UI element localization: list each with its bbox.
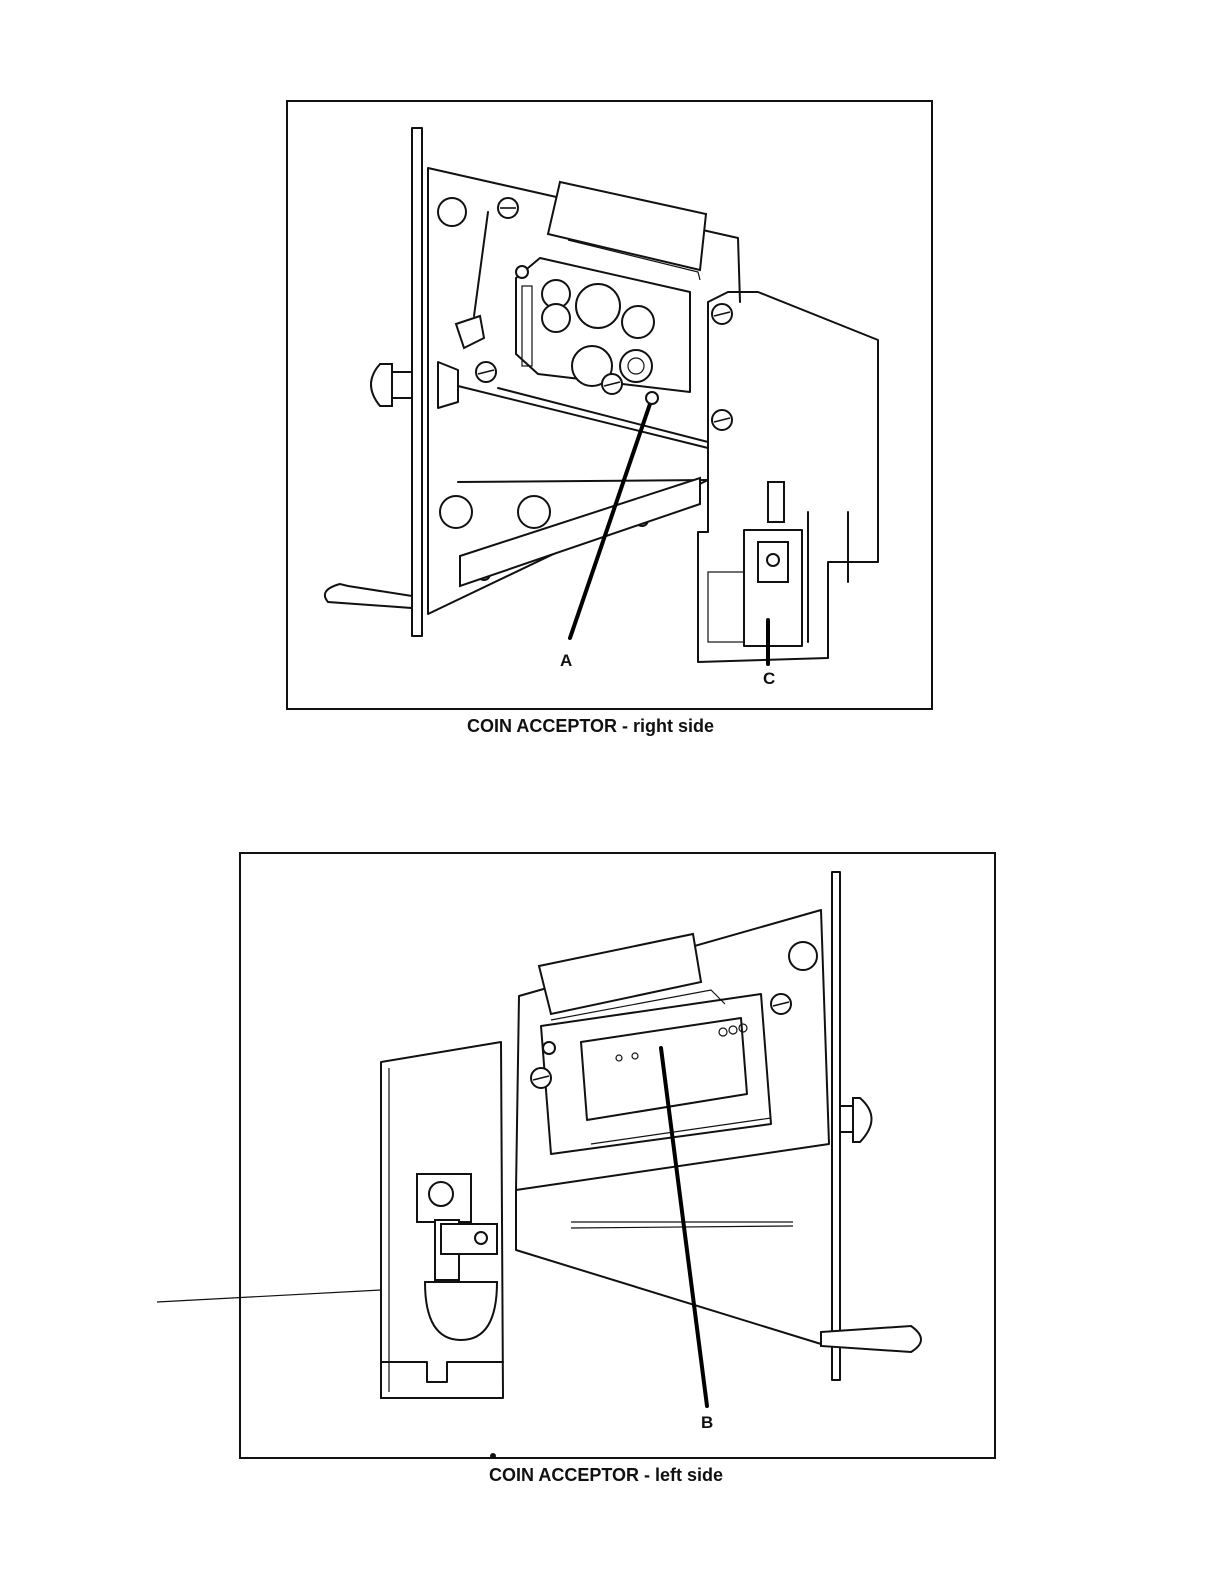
coin-acceptor-left-side-drawing: B: [241, 854, 994, 1457]
solenoid-housing: [708, 572, 744, 642]
hole-4: [622, 306, 654, 338]
hole-1: [616, 1055, 622, 1061]
lever-handle: [325, 584, 412, 608]
reject-box: [698, 292, 878, 662]
coin-acceptor-left-side-figure: B: [239, 852, 996, 1459]
callout-a-label: A: [560, 651, 572, 670]
caption-right-side: COIN ACCEPTOR - right side: [467, 716, 714, 737]
top-cover-block: [539, 934, 701, 1014]
callout-b-label: B: [701, 1413, 713, 1432]
lower-edge: [458, 480, 708, 482]
coin-rail: [458, 386, 708, 448]
linkage-lever: [456, 316, 484, 348]
hole-2: [632, 1053, 638, 1059]
top-cover-block: [548, 182, 706, 270]
led-1: [719, 1028, 727, 1036]
led-2: [729, 1026, 737, 1034]
callout-c-label: C: [763, 669, 775, 688]
leader-line: [157, 1290, 381, 1302]
frame-rail: [591, 1118, 771, 1144]
return-button: [371, 364, 392, 406]
coin-acceptor-right-side-drawing: A C: [288, 102, 931, 708]
front-plate: [412, 128, 422, 636]
solenoid-bracket: [441, 1224, 497, 1254]
solenoid-pin: [475, 1232, 487, 1244]
coin-slot: [522, 286, 532, 366]
knurled-knob: [620, 350, 652, 382]
solenoid-pin: [767, 554, 779, 566]
callout-a-point: [646, 392, 658, 404]
diagonal-chute: [460, 478, 700, 586]
caption-left-side: COIN ACCEPTOR - left side: [489, 1465, 723, 1486]
bottom-dot: [490, 1453, 496, 1459]
solenoid-terminal: [768, 482, 784, 522]
return-button: [853, 1098, 872, 1142]
coin-acceptor-right-side-figure: A C: [286, 100, 933, 710]
latch-block: [438, 362, 458, 408]
hole-3: [576, 284, 620, 328]
return-button-shaft: [392, 372, 412, 398]
lever-handle: [821, 1326, 921, 1352]
coin-cup: [425, 1282, 497, 1340]
slot-cutout: [381, 1362, 503, 1398]
linkage-rod: [474, 212, 488, 316]
hole-2: [542, 304, 570, 332]
solenoid-coil: [429, 1182, 453, 1206]
front-plate: [832, 872, 840, 1380]
main-body-lower: [516, 1190, 821, 1344]
